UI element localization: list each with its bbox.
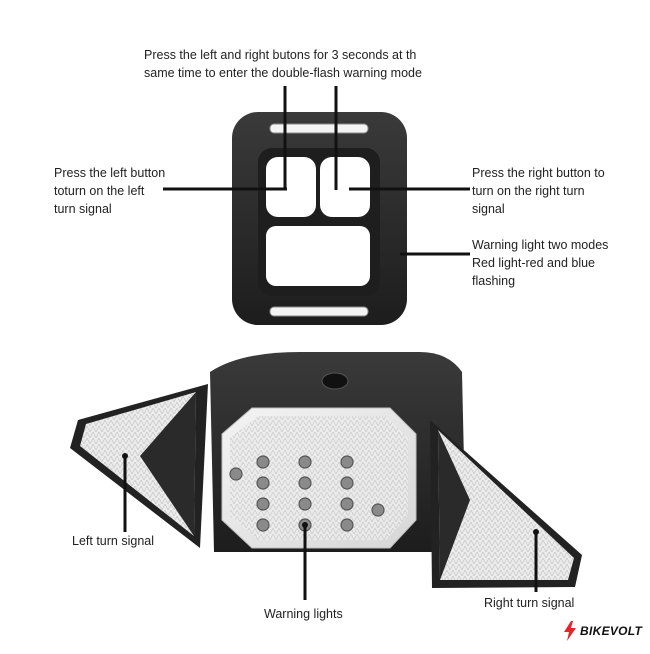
lightning-bolt-icon [564,621,576,641]
right-button [320,157,370,217]
callout-lines [123,86,538,600]
led [256,455,270,469]
remote-control [232,112,407,325]
led [298,455,312,469]
led [340,497,354,511]
led [340,518,354,532]
warning-led-grid [229,455,385,532]
led [256,497,270,511]
led [256,476,270,490]
led [229,467,243,481]
rear-light [70,352,582,588]
brand-logo: BIKEVOLT [562,620,642,642]
annotation-right-turn-signal: Right turn signal [484,596,575,610]
led [340,455,354,469]
led [256,518,270,532]
right-turn-lens [438,430,574,580]
led [298,497,312,511]
led [371,503,385,517]
led [340,476,354,490]
annotation-warning-lights: Warning lights [264,607,343,621]
left-button [266,157,316,217]
annotation-warning-modes: Warning light two modes Red light-red an… [472,238,609,288]
brand-name: BIKEVOLT [580,624,643,638]
annotation-dual-press: Press the left and right butons for 3 se… [144,48,422,80]
warning-button [266,226,370,286]
annotation-left-button: Press the left button toturn on the left… [54,166,166,216]
annotation-left-turn-signal: Left turn signal [72,534,154,548]
annotation-right-button: Press the right button to turn on the ri… [472,166,605,216]
led [298,476,312,490]
